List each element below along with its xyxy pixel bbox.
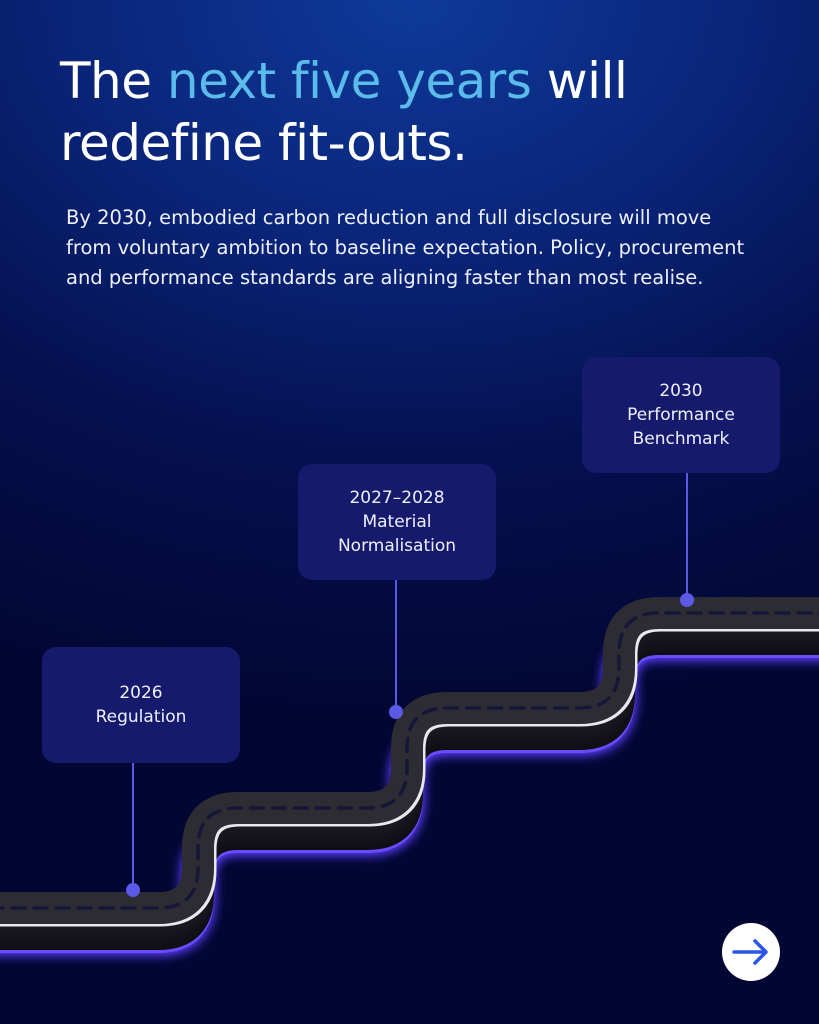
- milestone-year: 2030: [659, 381, 703, 401]
- milestone-year: 2027–2028: [349, 488, 445, 508]
- milestone-card-2026: 2026 Regulation: [42, 647, 240, 763]
- milestone-dot-2027: [389, 705, 403, 719]
- body-text: By 2030, embodied carbon reduction and f…: [66, 206, 745, 289]
- milestone-label: Performance Benchmark: [627, 405, 735, 449]
- milestone-label: Material Normalisation: [337, 512, 457, 556]
- headline: The next five years will redefine fit-out…: [60, 50, 628, 174]
- arrow-right-icon: [732, 939, 768, 965]
- milestone-label: Regulation: [95, 707, 187, 727]
- connectors: [126, 472, 694, 897]
- headline-part2: will: [531, 52, 628, 110]
- milestone-dot-2030: [680, 593, 694, 607]
- headline-highlight: next five years: [166, 52, 532, 110]
- milestone-year: 2026: [119, 683, 163, 703]
- milestone-card-2030: 2030 Performance Benchmark: [582, 357, 780, 473]
- next-button[interactable]: [722, 923, 780, 981]
- headline-line2: redefine fit-outs.: [60, 114, 468, 172]
- headline-part1: The: [60, 52, 167, 110]
- milestone-dot-2026: [126, 883, 140, 897]
- milestone-card-2027-2028: 2027–2028 Material Normalisation: [298, 464, 496, 580]
